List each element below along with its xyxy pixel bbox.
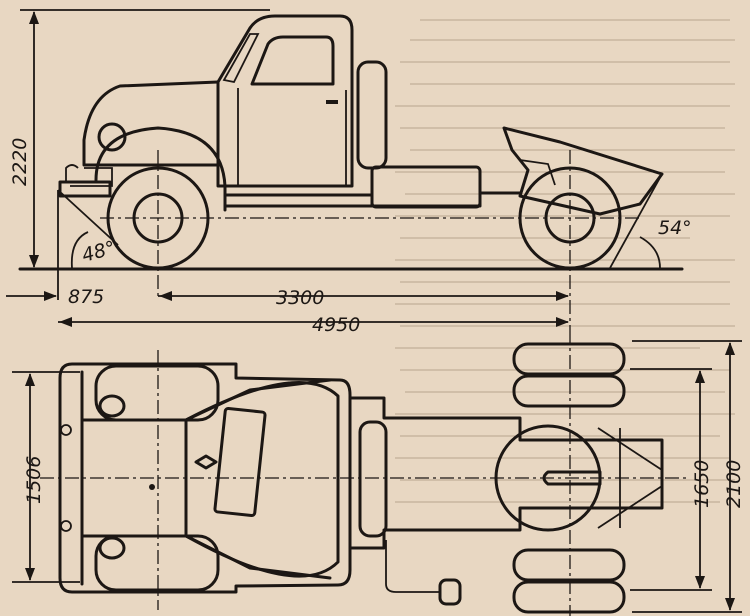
cab-window <box>250 35 335 86</box>
headlight <box>97 122 127 152</box>
rear-dual-wheels <box>512 342 626 614</box>
front-bumper <box>58 180 112 198</box>
top-body-outline <box>58 362 352 594</box>
front-track-label: 1506 <box>23 456 45 504</box>
hood-emblem <box>194 454 218 470</box>
width-dimensions <box>12 340 742 613</box>
fifth-wheel-slot <box>542 470 602 486</box>
roof-hatch <box>213 406 267 518</box>
top-frame <box>348 396 664 550</box>
overall-width-label: 2100 <box>723 460 745 508</box>
exhaust-stack <box>356 60 388 170</box>
departure-angle-label: 54° <box>658 217 692 239</box>
exhaust-top <box>358 420 388 538</box>
rear-track-label: 1650 <box>691 460 713 508</box>
side-view <box>6 9 684 330</box>
top-view <box>12 330 742 616</box>
door-handle <box>326 100 338 104</box>
fuel-tank <box>370 165 482 209</box>
front-right-fender <box>94 534 220 592</box>
fifth-wheel-bracket <box>519 159 556 186</box>
air-tank <box>438 578 462 606</box>
front-left-fender <box>94 364 220 422</box>
headlight-top <box>98 394 126 560</box>
cab-body <box>216 14 354 188</box>
height-label: 2220 <box>9 138 31 186</box>
hood <box>82 80 220 167</box>
cab-roof <box>184 381 340 578</box>
fifth-wheel <box>502 126 664 216</box>
front-overhang-label: 875 <box>68 286 104 308</box>
length-dimensions <box>6 291 569 327</box>
front-fender <box>94 126 227 212</box>
tow-hook <box>65 164 79 182</box>
approach-angle-marker <box>57 189 119 300</box>
approach-angle-label: 48° <box>80 237 118 267</box>
windshield <box>222 33 260 84</box>
radiator-grille <box>70 167 113 187</box>
overall-length-label: 4950 <box>312 314 360 336</box>
departure-angle-marker <box>609 173 663 269</box>
wheelbase-label: 3300 <box>276 287 324 309</box>
air-tank-line <box>385 540 440 593</box>
height-dimension <box>20 9 270 268</box>
background-page-text <box>395 19 735 503</box>
